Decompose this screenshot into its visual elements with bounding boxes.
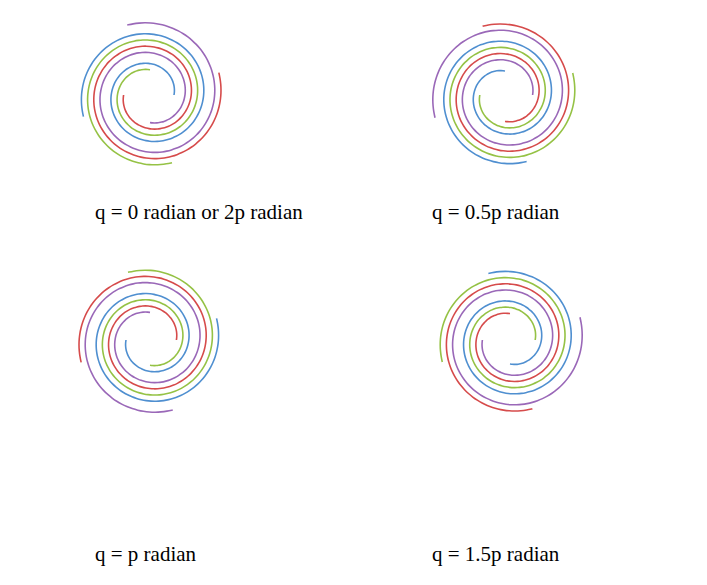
angle-caption: q = 0 radian or 2p radian bbox=[95, 200, 303, 225]
spiral-figure bbox=[440, 271, 582, 411]
spiral-arm bbox=[456, 24, 568, 151]
spiral-figure bbox=[433, 24, 575, 164]
angle-caption: q = 0.5p radian bbox=[432, 200, 559, 225]
spiral-arm bbox=[100, 23, 215, 153]
spiral-arm bbox=[453, 290, 583, 405]
spiral-arm bbox=[94, 46, 221, 158]
spiral-figure bbox=[79, 270, 219, 412]
spiral-arm bbox=[85, 283, 200, 413]
spiral-arm bbox=[446, 284, 558, 411]
angle-caption: q = 1.5p radian bbox=[432, 542, 559, 567]
spiral-figure bbox=[81, 23, 221, 165]
spiral-arm bbox=[79, 276, 206, 388]
angle-caption: q = p radian bbox=[95, 542, 196, 567]
spiral-arm bbox=[433, 30, 563, 145]
